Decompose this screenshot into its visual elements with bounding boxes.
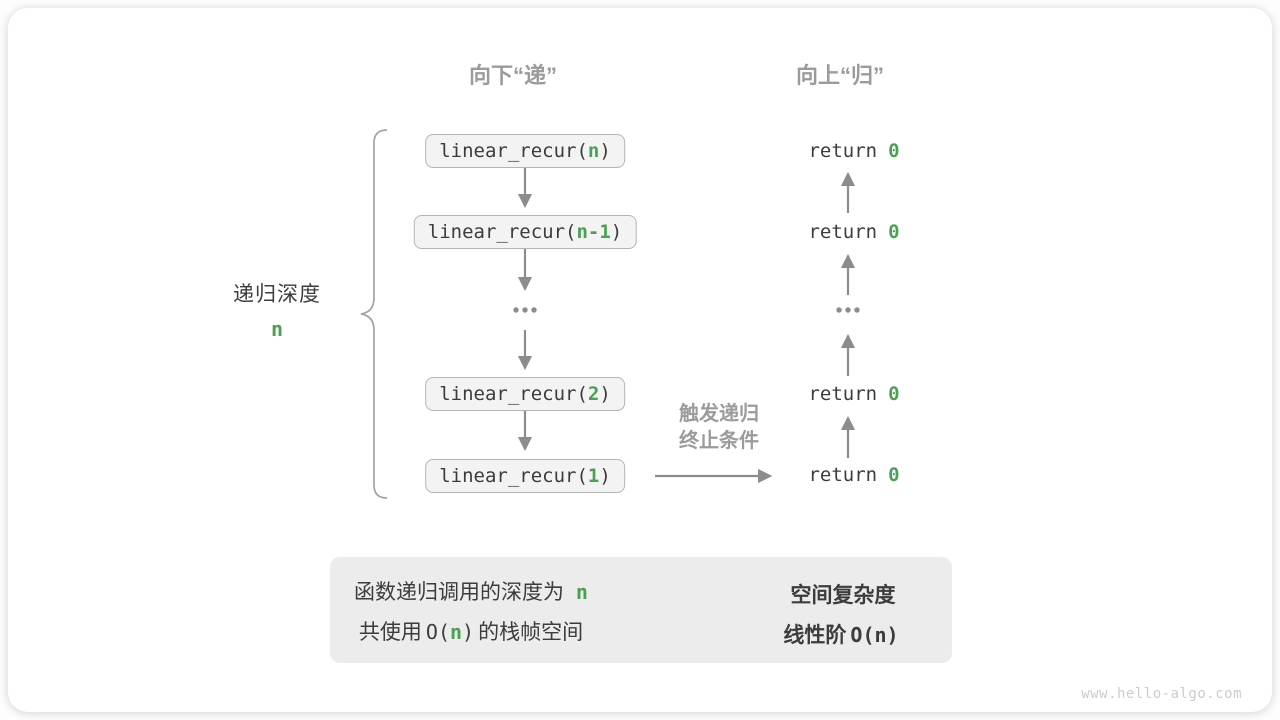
complexity-code: O( xyxy=(850,623,875,647)
return-row: return 0 xyxy=(808,463,899,487)
column-header-return: 向上“归” xyxy=(795,63,885,88)
return-keyword: return xyxy=(808,383,878,405)
call-arg: 2 xyxy=(587,383,600,405)
column-header-descend: 向下“递” xyxy=(468,63,558,88)
base-case-note-line2: 终止条件 xyxy=(679,430,759,452)
summary-line1-text: 函数递归调用的深度为 xyxy=(354,581,565,604)
complexity-code: ) xyxy=(886,623,899,647)
recursion-depth-title: 递归深度 xyxy=(233,283,321,306)
complexity-order-label: 线性阶 xyxy=(783,624,847,647)
return-keyword: return xyxy=(808,140,878,162)
return-value: 0 xyxy=(888,221,900,243)
return-row: return 0 xyxy=(808,139,899,163)
space-complexity-title: 空间复杂度 xyxy=(790,584,896,607)
complexity-arg: n xyxy=(874,623,887,647)
return-row: return 0 xyxy=(808,382,899,406)
summary-line2-code: O( xyxy=(425,620,450,644)
call-arg: 1 xyxy=(587,465,600,487)
recursion-depth-label: 递归深度 n xyxy=(233,278,321,341)
call-code: ) xyxy=(599,465,611,487)
recursion-depth-value: n xyxy=(270,317,284,341)
site-watermark: www.hello-algo.com xyxy=(1081,686,1242,702)
summary-line1-value: n xyxy=(575,580,588,604)
summary-line-1: 函数递归调用的深度为 n xyxy=(354,576,592,606)
call-code: ) xyxy=(599,140,611,162)
return-value: 0 xyxy=(888,383,900,405)
call-code: ) xyxy=(599,383,611,405)
return-row: return 0 xyxy=(808,220,899,244)
return-keyword: return xyxy=(808,221,878,243)
call-code: linear_recur( xyxy=(439,140,588,162)
summary-line2-code: ) xyxy=(462,620,475,644)
base-case-note-line1: 触发递归 xyxy=(679,403,759,425)
call-arg: n-1 xyxy=(576,221,611,243)
call-box-1: linear_recur(1) xyxy=(425,459,625,493)
call-box-2: linear_recur(2) xyxy=(425,377,625,411)
summary-line2-prefix: 共使用 xyxy=(358,621,422,644)
call-code: linear_recur( xyxy=(427,221,577,243)
call-box-n-1: linear_recur(n-1) xyxy=(413,215,637,249)
call-code: ) xyxy=(610,221,623,243)
summary-line2-suffix: 的栈帧空间 xyxy=(478,621,584,644)
call-arg: n xyxy=(587,140,600,162)
summary-line2-arg: n xyxy=(450,620,463,644)
return-value: 0 xyxy=(888,464,900,486)
base-case-note: 触发递归 终止条件 xyxy=(679,401,759,455)
call-code: linear_recur( xyxy=(439,383,588,405)
return-value: 0 xyxy=(888,140,900,162)
call-code: linear_recur( xyxy=(439,465,588,487)
return-keyword: return xyxy=(808,464,878,486)
call-box-n: linear_recur(n) xyxy=(425,134,625,168)
